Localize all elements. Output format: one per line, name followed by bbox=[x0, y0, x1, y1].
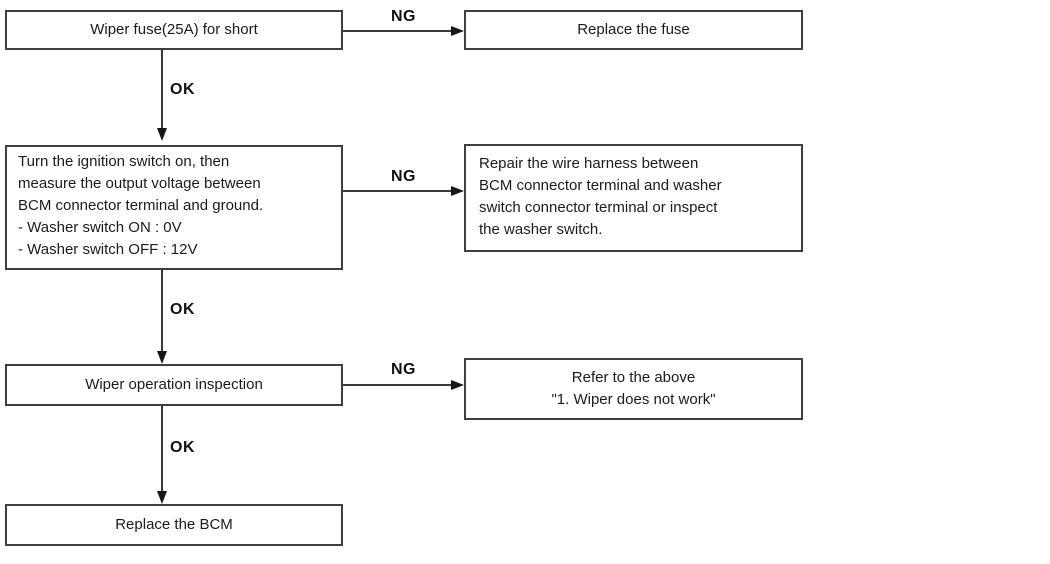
action-repair-harness-label: Repair the wire harness between BCM conn… bbox=[479, 155, 722, 238]
step-measure-voltage-box: Turn the ignition switch on, then measur… bbox=[5, 145, 343, 270]
connector-ng2-line bbox=[343, 190, 451, 192]
step-replace-bcm-label: Replace the BCM bbox=[115, 516, 233, 533]
action-repair-harness-box: Repair the wire harness between BCM conn… bbox=[464, 144, 803, 252]
connector-ng1-label: NG bbox=[391, 8, 416, 25]
connector-ok2-label: OK bbox=[170, 301, 195, 318]
connector-ok2-line bbox=[161, 270, 163, 351]
step-replace-bcm-box: Replace the BCM bbox=[5, 504, 343, 546]
connector-ng1-line bbox=[343, 30, 451, 32]
step-check-fuse-label: Wiper fuse(25A) for short bbox=[90, 21, 258, 38]
connector-ok1-label: OK bbox=[170, 81, 195, 98]
action-refer-above-box: Refer to the above "1. Wiper does not wo… bbox=[464, 358, 803, 420]
action-refer-above-label: Refer to the above "1. Wiper does not wo… bbox=[551, 369, 716, 408]
step-check-fuse-box: Wiper fuse(25A) for short bbox=[5, 10, 343, 50]
connector-ok3-line bbox=[161, 406, 163, 491]
arrowhead-down-ok3-icon bbox=[157, 491, 167, 504]
step-wiper-inspection-box: Wiper operation inspection bbox=[5, 364, 343, 406]
connector-ng2-label: NG bbox=[391, 168, 416, 185]
arrowhead-right-ng3-icon bbox=[451, 380, 464, 390]
step-wiper-inspection-label: Wiper operation inspection bbox=[85, 376, 263, 393]
connector-ng3-line bbox=[343, 384, 451, 386]
action-replace-fuse-box: Replace the fuse bbox=[464, 10, 803, 50]
action-replace-fuse-label: Replace the fuse bbox=[577, 21, 690, 38]
arrowhead-right-ng1-icon bbox=[451, 26, 464, 36]
arrowhead-down-ok2-icon bbox=[157, 351, 167, 364]
connector-ok3-label: OK bbox=[170, 439, 195, 456]
arrowhead-down-ok1-icon bbox=[157, 128, 167, 141]
step-measure-voltage-label: Turn the ignition switch on, then measur… bbox=[18, 153, 264, 258]
connector-ok1-line bbox=[161, 50, 163, 128]
arrowhead-right-ng2-icon bbox=[451, 186, 464, 196]
connector-ng3-label: NG bbox=[391, 361, 416, 378]
